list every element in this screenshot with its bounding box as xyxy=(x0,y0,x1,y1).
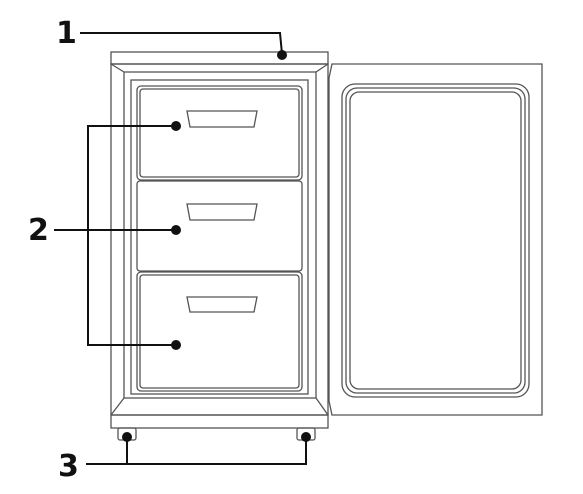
callout-1-dot xyxy=(277,50,287,60)
cabinet xyxy=(110,51,329,429)
cabinet-top xyxy=(110,51,329,65)
door-gasket-middle xyxy=(345,87,526,394)
callout-3-dot-left xyxy=(122,432,132,442)
drawer-bottom xyxy=(136,271,303,392)
drawers xyxy=(136,85,303,392)
callout-2-bracket xyxy=(87,125,176,346)
door-gasket-inner xyxy=(349,91,522,390)
cabinet-inner-frame xyxy=(123,71,317,399)
feet xyxy=(117,427,316,441)
door-gasket-outer xyxy=(341,83,530,398)
callout-1-label: 1 xyxy=(56,16,77,51)
callout-2-label: 2 xyxy=(28,213,49,248)
callout-2-dot-bottom xyxy=(171,340,181,350)
callout-2-dot-top xyxy=(171,121,181,131)
cabinet-cavity xyxy=(130,79,309,395)
callout-1: 1 xyxy=(56,16,287,60)
callout-2-dot-middle xyxy=(171,225,181,235)
callout-3: 3 xyxy=(58,432,311,484)
callout-3-label: 3 xyxy=(58,449,79,484)
drawer-handle xyxy=(186,110,258,128)
cabinet-plinth xyxy=(110,414,329,429)
callout-2: 2 xyxy=(28,121,181,350)
door-outline xyxy=(328,63,543,416)
drawer-handle xyxy=(186,203,258,221)
drawer-middle xyxy=(136,180,303,272)
cabinet-body xyxy=(110,63,329,416)
door xyxy=(328,63,543,416)
callout-3-dot-right xyxy=(301,432,311,442)
callout-3-leader xyxy=(86,437,307,465)
callout-1-leader xyxy=(80,32,283,55)
drawer-top xyxy=(136,85,303,181)
drawer-handle xyxy=(186,296,258,313)
